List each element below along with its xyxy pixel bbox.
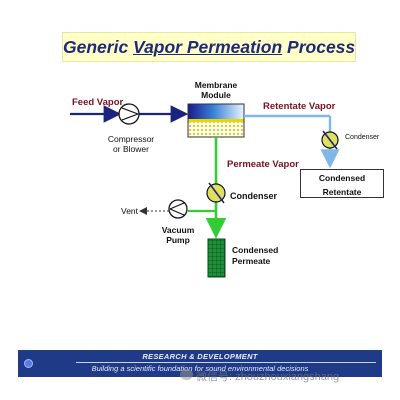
retentate-vapor-label: Retentate Vapor — [263, 101, 336, 112]
condensed-retentate-box: Condensed Retentate — [300, 169, 384, 198]
permeate-vapor-label: Permeate Vapor — [227, 159, 299, 170]
footer-heading: RESEARCH & DEVELOPMENT — [142, 352, 258, 361]
footer-tagline: Building a scientific foundation for sou… — [91, 364, 309, 373]
title-box: Generic Vapor Permeation Process — [62, 32, 356, 62]
condensed-permeate-label: Condensed Permeate — [232, 245, 279, 266]
permeate-condenser-icon — [206, 182, 226, 204]
footer-divider — [76, 362, 376, 363]
feed-vapor-label: Feed Vapor — [72, 97, 124, 108]
vent-label: Vent — [121, 206, 139, 216]
wechat-icon — [180, 369, 193, 380]
membrane-module-label: Membrane Module — [194, 80, 238, 100]
vacuum-pump-icon — [168, 199, 188, 219]
permeate-tank-icon — [207, 238, 226, 278]
retentate-condenser-label: Condenser — [345, 134, 380, 141]
diagram-title: Generic Vapor Permeation Process — [63, 37, 356, 57]
watermark-text: 微信号: zhouzhouxiangshang — [196, 371, 340, 383]
footer-banner: RESEARCH & DEVELOPMENT Building a scient… — [18, 350, 382, 377]
footer-logo-icon — [24, 359, 33, 368]
permeate-condenser-label: Condenser — [230, 191, 278, 201]
compressor-label: Compressor or Blower — [107, 134, 155, 154]
retentate-condenser-icon — [321, 130, 339, 150]
membrane-module-icon — [187, 103, 245, 138]
vacuum-pump-label: Vacuum Pump — [161, 225, 195, 245]
compressor-icon — [118, 103, 140, 125]
